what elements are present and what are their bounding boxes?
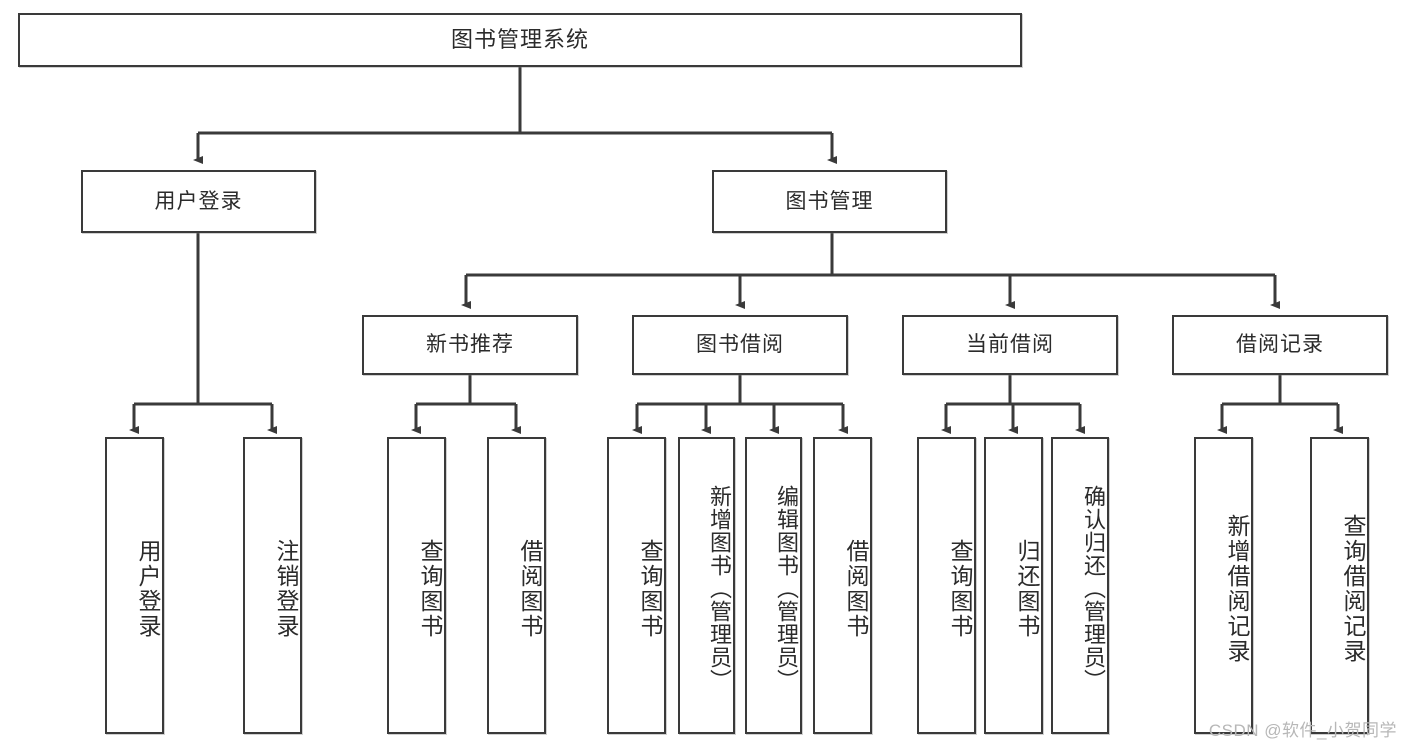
node-user-login[interactable]: 用户登录 (81, 170, 316, 233)
leaf-query-borrow-record[interactable]: 查询借阅记录 (1310, 437, 1369, 734)
leaf-add-book-admin[interactable]: 新增图书（管理员） (678, 437, 735, 734)
node-book-management[interactable]: 图书管理 (712, 170, 947, 233)
leaf-query-book-borrow[interactable]: 查询图书 (607, 437, 666, 734)
leaf-edit-book-admin[interactable]: 编辑图书（管理员） (745, 437, 802, 734)
node-current-borrow[interactable]: 当前借阅 (902, 315, 1118, 375)
leaf-user-login[interactable]: 用户登录 (105, 437, 164, 734)
leaf-add-borrow-record[interactable]: 新增借阅记录 (1194, 437, 1253, 734)
leaf-query-book-recommend[interactable]: 查询图书 (387, 437, 446, 734)
leaf-return-book[interactable]: 归还图书 (984, 437, 1043, 734)
node-book-borrow[interactable]: 图书借阅 (632, 315, 848, 375)
node-new-book-recommend[interactable]: 新书推荐 (362, 315, 578, 375)
node-root-system[interactable]: 图书管理系统 (18, 13, 1022, 67)
leaf-confirm-return-admin[interactable]: 确认归还（管理员） (1051, 437, 1109, 734)
leaf-borrow-book-recommend[interactable]: 借阅图书 (487, 437, 546, 734)
csdn-watermark: CSDN @软件_小贺同学 (1208, 721, 1397, 740)
leaf-query-book-current[interactable]: 查询图书 (917, 437, 976, 734)
node-borrow-record[interactable]: 借阅记录 (1172, 315, 1388, 375)
leaf-borrow-book[interactable]: 借阅图书 (813, 437, 872, 734)
leaf-logout-login[interactable]: 注销登录 (243, 437, 302, 734)
